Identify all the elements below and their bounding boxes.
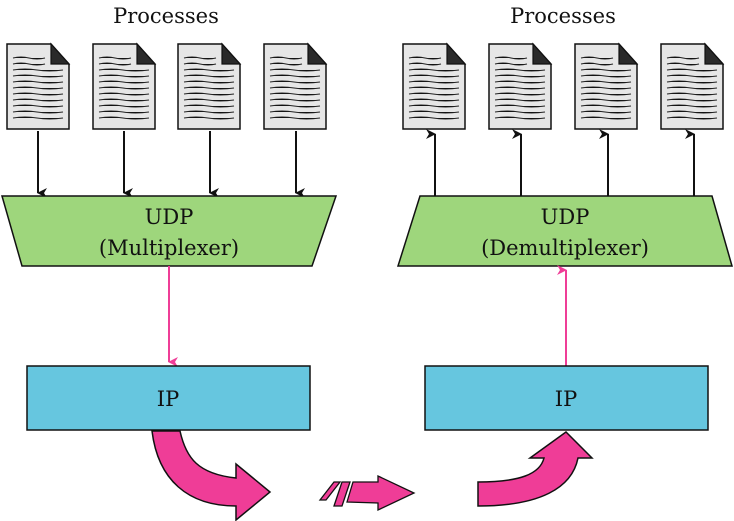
right-process-documents xyxy=(402,43,724,130)
right-udp-label: UDP xyxy=(541,205,590,229)
left-process-document-3-icon xyxy=(177,43,241,130)
left-processes-label: Processes xyxy=(113,4,219,28)
right-process-document-2-icon xyxy=(488,43,552,130)
left-process-arrows xyxy=(37,131,305,198)
left-ip-label: IP xyxy=(157,387,179,411)
transmission-segment-2 xyxy=(333,481,351,507)
right-process-document-3-icon xyxy=(574,43,638,130)
left-process-documents xyxy=(6,43,327,130)
right-process-document-1-icon xyxy=(402,43,466,130)
left-ip-box xyxy=(26,365,311,431)
right-udp-demultiplexer-box xyxy=(396,195,733,267)
transmission-arrows xyxy=(318,474,416,512)
left-udp-label: UDP xyxy=(145,205,194,229)
left-udp-multiplexer-box xyxy=(1,195,338,267)
left-outgoing-curved-arrow xyxy=(151,430,272,521)
right-udp-sublabel: (Demultiplexer) xyxy=(481,236,649,260)
right-incoming-curved-arrow xyxy=(477,431,594,507)
transmission-arrow-head xyxy=(346,474,416,512)
right-ip-box xyxy=(424,365,709,431)
right-processes-label: Processes xyxy=(510,4,616,28)
left-process-document-1-icon xyxy=(6,43,70,130)
left-process-document-2-icon xyxy=(92,43,156,130)
right-process-arrows xyxy=(426,129,695,196)
right-ip-label: IP xyxy=(555,387,577,411)
transmission-segment-1 xyxy=(318,481,342,501)
right-process-document-4-icon xyxy=(660,43,724,130)
left-udp-sublabel: (Multiplexer) xyxy=(99,236,239,260)
left-process-document-4-icon xyxy=(263,43,327,130)
